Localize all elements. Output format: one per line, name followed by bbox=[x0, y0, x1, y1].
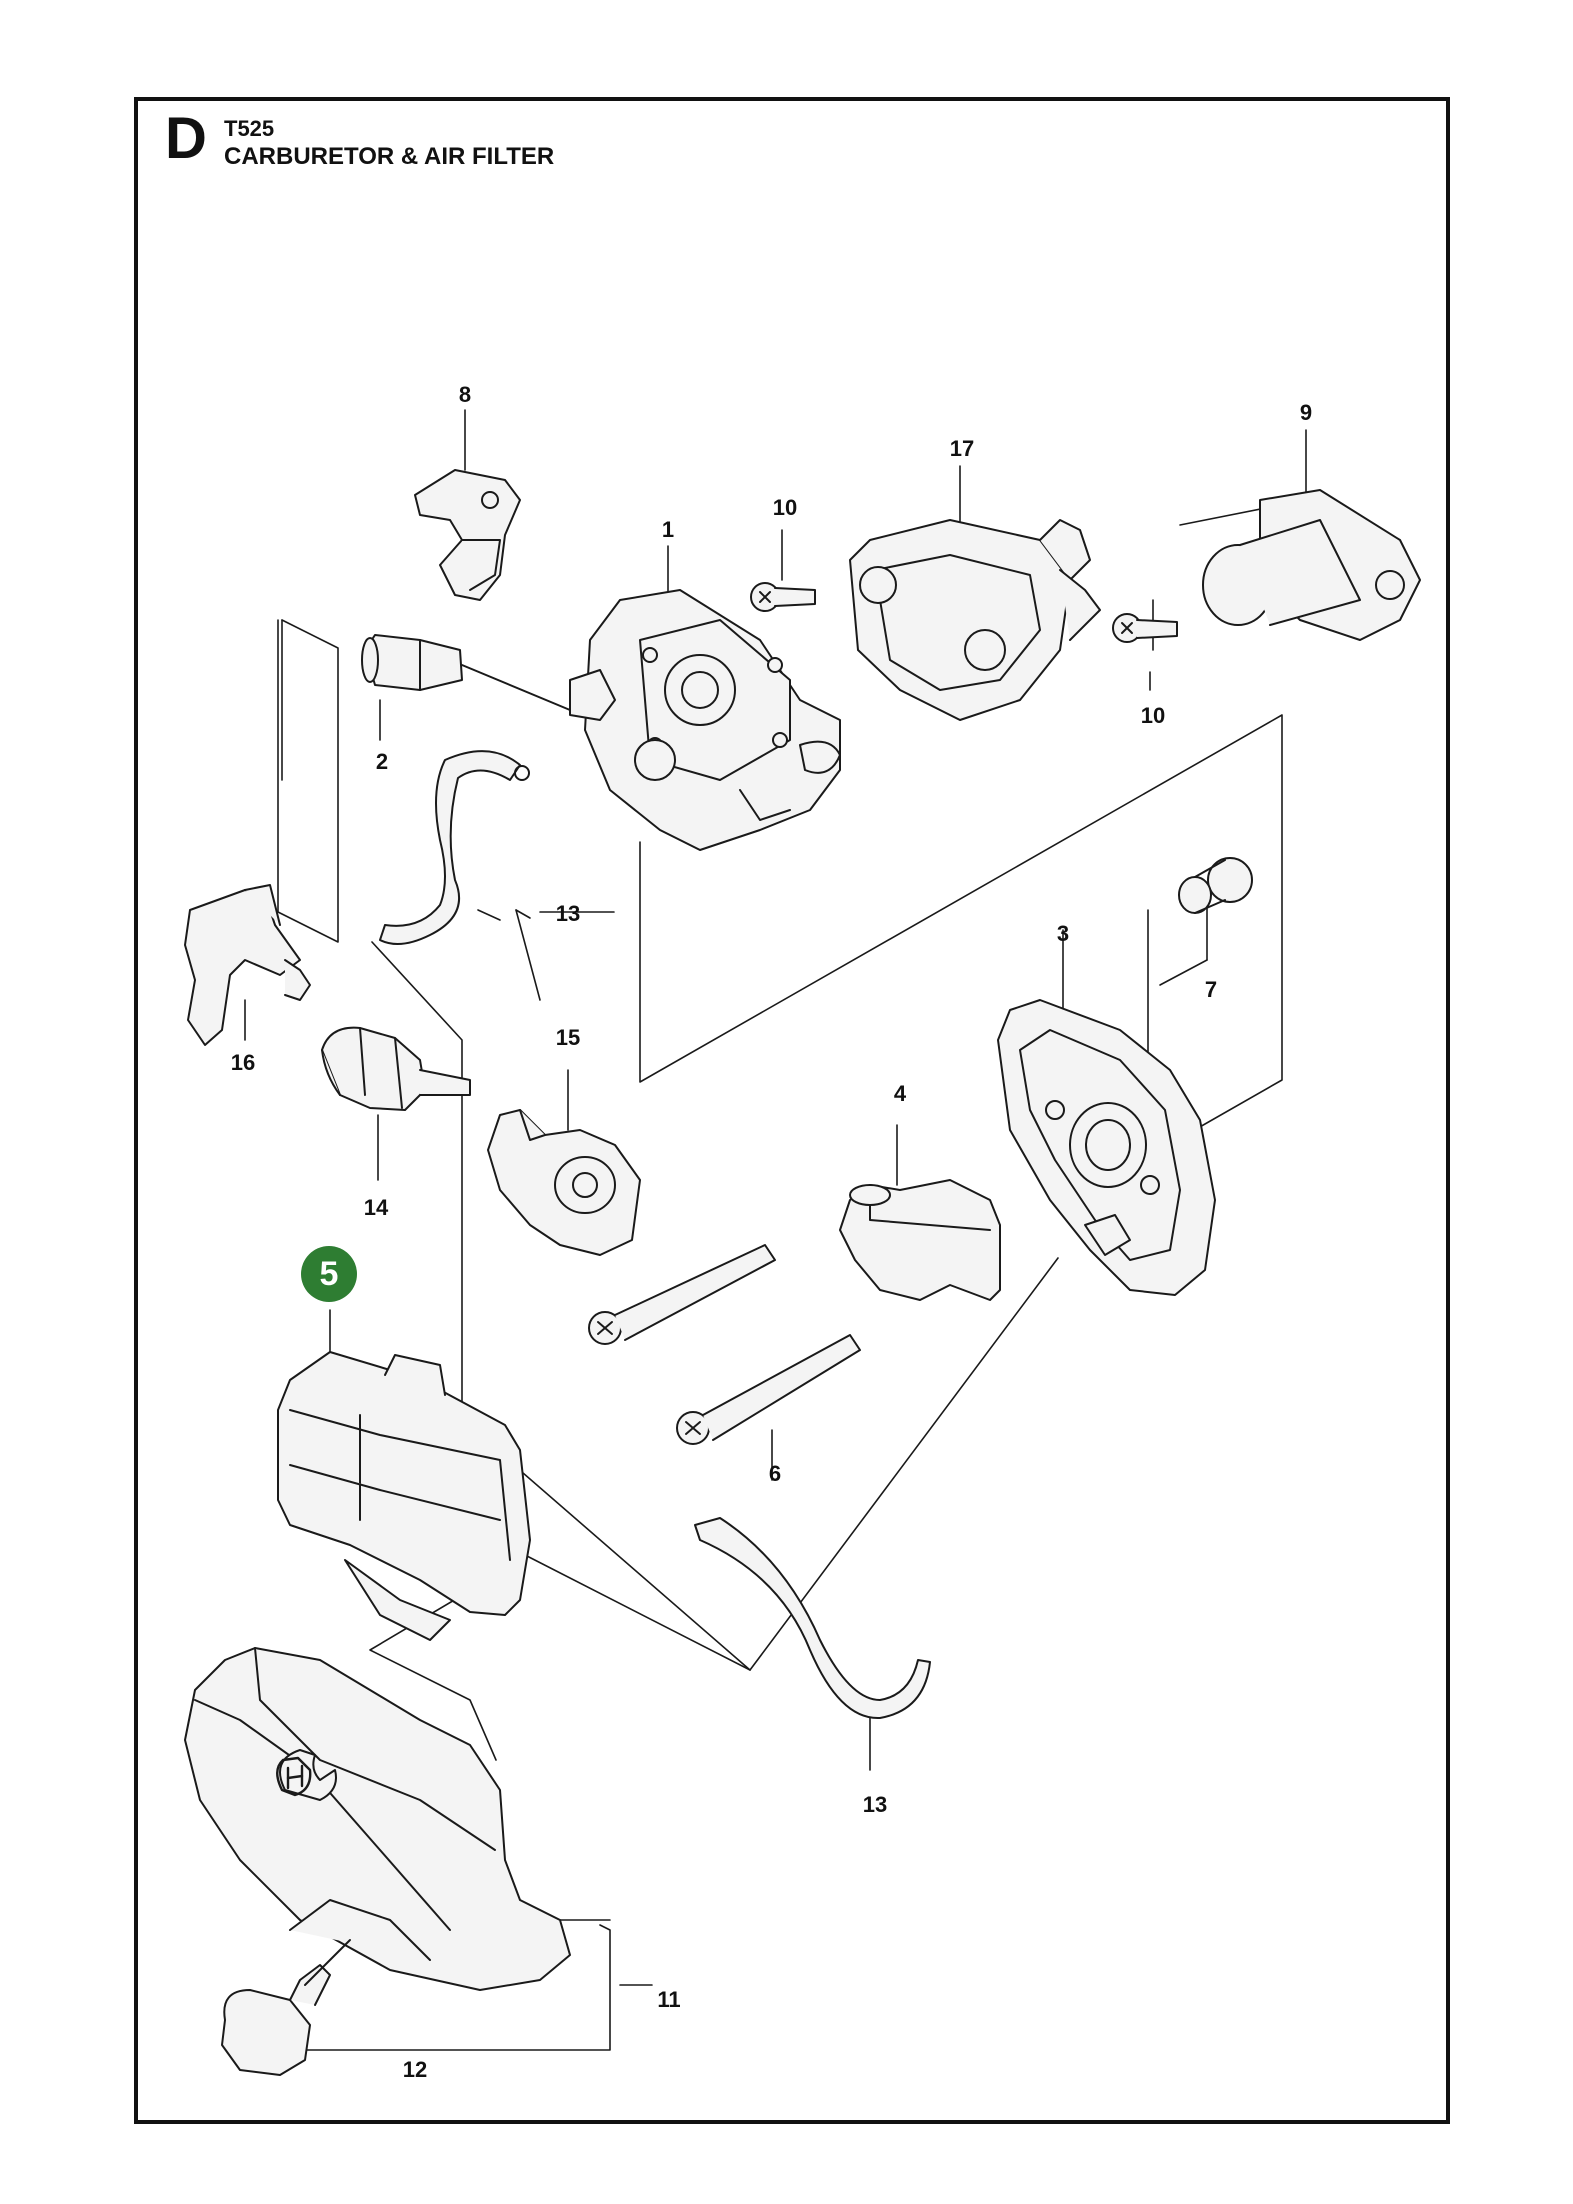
callout-10-upper: 10 bbox=[772, 495, 798, 520]
part-16-choke-lever bbox=[184, 884, 311, 1046]
callout-12: 12 bbox=[402, 2057, 428, 2082]
callout-17: 17 bbox=[949, 436, 975, 461]
callout-5-highlight-badge[interactable]: 5 bbox=[301, 1246, 357, 1302]
model-number: T525 bbox=[224, 116, 275, 141]
part-10-screw-lower bbox=[1112, 613, 1178, 643]
part-7-grommet bbox=[1178, 857, 1253, 914]
callout-4: 4 bbox=[893, 1081, 907, 1106]
callout-1: 1 bbox=[661, 517, 675, 542]
part-11-filter-cover bbox=[184, 1647, 571, 1991]
callout-6: 6 bbox=[768, 1461, 782, 1486]
part-2-nozzle bbox=[361, 634, 571, 711]
brand-logo-mark bbox=[276, 1756, 312, 1797]
part-4-clip bbox=[839, 1179, 1001, 1301]
part-8-throttle-lever bbox=[414, 469, 521, 601]
callout-8: 8 bbox=[458, 382, 472, 407]
callout-9: 9 bbox=[1299, 400, 1313, 425]
assembly-lines bbox=[277, 619, 1283, 2051]
part-1-carburetor bbox=[569, 589, 841, 851]
part-10-screw-upper bbox=[750, 582, 816, 612]
leader-lines bbox=[244, 409, 1307, 1986]
part-13-fuel-hose-upper bbox=[379, 750, 530, 945]
part-17-intake-flange bbox=[849, 519, 1101, 721]
callout-16: 16 bbox=[230, 1050, 256, 1075]
part-3-filter-base bbox=[997, 999, 1216, 1296]
callout-14: 14 bbox=[363, 1195, 389, 1220]
part-5-air-filter bbox=[277, 1351, 531, 1641]
part-15-bracket bbox=[487, 1109, 641, 1256]
part-9-intake-boot bbox=[1202, 489, 1421, 641]
callout-2: 2 bbox=[375, 749, 389, 774]
part-6-bolt-upper bbox=[588, 1244, 776, 1345]
part-12-knob bbox=[221, 1939, 351, 2076]
callout-13-upper: 13 bbox=[555, 901, 581, 926]
part-13-fuel-hose-lower bbox=[694, 1517, 931, 1720]
callout-15: 15 bbox=[555, 1025, 581, 1050]
diagram-frame bbox=[134, 97, 1450, 2124]
part-6-bolt-lower bbox=[676, 1334, 861, 1445]
callout-11: 11 bbox=[657, 1987, 681, 2012]
callout-10-lower: 10 bbox=[1140, 703, 1166, 728]
section-letter: D bbox=[165, 106, 207, 171]
callout-7: 7 bbox=[1204, 977, 1218, 1002]
diagram-title: CARBURETOR & AIR FILTER bbox=[224, 143, 555, 170]
callout-13-lower: 13 bbox=[862, 1792, 888, 1817]
callout-3: 3 bbox=[1056, 921, 1070, 946]
part-14-primer-bulb bbox=[321, 1026, 471, 1111]
